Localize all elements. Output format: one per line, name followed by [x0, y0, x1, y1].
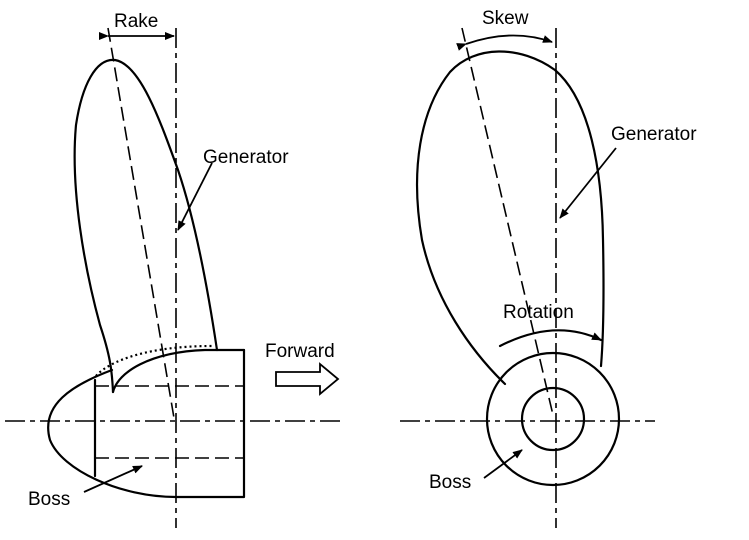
front-boss-label: Boss: [429, 472, 471, 493]
front-boss-leader: [483, 449, 523, 479]
front-view: Skew Generator Rotation Boss: [400, 8, 697, 528]
rotation-arrow-icon: [498, 329, 603, 348]
skew-label: Skew: [482, 8, 529, 29]
forward-label: Forward: [265, 341, 335, 362]
front-blade-outline: [415, 50, 605, 386]
forward-arrow-icon: [275, 362, 340, 396]
front-generator-label: Generator: [611, 124, 697, 145]
front-generator-leader: [559, 147, 617, 219]
rake-line: [107, 27, 175, 419]
skew-dimension: [456, 34, 553, 51]
side-generator-label: Generator: [203, 147, 289, 168]
skew-line: [461, 27, 554, 416]
rake-label: Rake: [114, 11, 158, 32]
side-boss-leader: [83, 465, 143, 493]
forward-indicator: Forward: [265, 341, 340, 396]
rotation-label: Rotation: [503, 302, 574, 323]
side-view: Rake Generator Boss: [5, 11, 345, 528]
side-boss-label: Boss: [28, 489, 70, 510]
side-boss-outline: [47, 348, 246, 499]
side-blade-root: [111, 348, 246, 394]
front-boss-outer: [485, 351, 621, 487]
side-generator-leader: [177, 162, 213, 231]
side-blade-outline: [73, 58, 219, 394]
side-blade-hidden-edge: [95, 344, 213, 377]
front-boss-inner: [520, 386, 586, 452]
